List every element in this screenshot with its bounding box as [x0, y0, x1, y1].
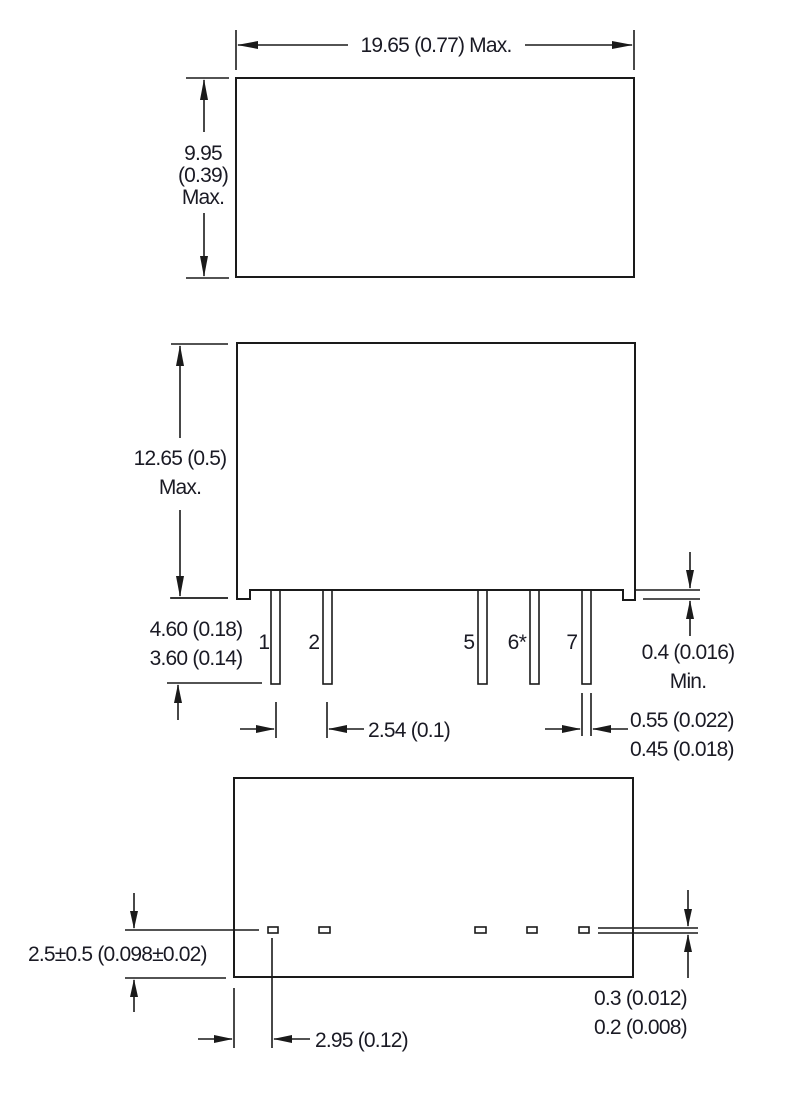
arrowhead-left-icon [328, 725, 347, 733]
pin-6-label: 6* [508, 631, 527, 654]
pin-length-label-line-1: 4.60 (0.18) [150, 618, 243, 641]
arrowhead-down-icon [684, 909, 692, 927]
side-view-height-dimension: 12.65 (0.5) Max. [134, 343, 228, 599]
pin-pad-1 [267, 926, 279, 934]
pin-pad-7 [578, 926, 590, 934]
arrowhead-right-icon [214, 1035, 233, 1043]
pin-7-lead [581, 589, 592, 685]
pin-1: 1 [258, 589, 281, 685]
pin-6: 6* [508, 589, 540, 685]
standoff-dimension: 0.4 (0.016) Min. [636, 552, 735, 693]
arrowhead-up-icon [176, 345, 184, 366]
arrowhead-up-icon [686, 600, 694, 619]
arrowhead-left-icon [273, 1035, 292, 1043]
arrowhead-left-icon [237, 41, 258, 49]
pin-length-dimension: 4.60 (0.18) 3.60 (0.14) [150, 597, 262, 720]
top-view-height-label-line-3: Max. [182, 186, 224, 209]
pin-width-label-line-1: 0.55 (0.022) [630, 709, 734, 732]
arrowhead-up-icon [130, 979, 138, 997]
pin-pad-6 [526, 926, 538, 934]
top-view-width-dimension: 19.65 (0.77) Max. [235, 30, 635, 70]
top-view-body-outline [235, 77, 635, 278]
bottom-view-body-outline [233, 777, 634, 978]
pin-width-label-line-2: 0.45 (0.018) [630, 738, 734, 761]
top-view-height-dimension: 9.95 (0.39) Max. [178, 77, 229, 279]
pin-pad-5 [474, 926, 487, 934]
arrowhead-up-icon [200, 79, 208, 100]
pin-width-dimension: 0.55 (0.022) 0.45 (0.018) [545, 693, 734, 761]
top-view-width-label: 19.65 (0.77) Max. [361, 34, 512, 57]
first-pin-offset-label: 2.95 (0.12) [315, 1029, 408, 1052]
pin-1-label: 1 [258, 631, 269, 654]
pin-row-offset-label: 2.5±0.5 (0.098±0.02) [28, 943, 207, 966]
side-view-height-label-line-2: Max. [159, 476, 201, 499]
pin-7: 7 [566, 589, 592, 685]
arrowhead-right-icon [562, 725, 581, 733]
top-view-height-label-line-2: (0.39) [178, 164, 228, 187]
side-view-body-outline [236, 342, 636, 601]
arrowhead-down-icon [200, 256, 208, 277]
standoff-label-line-1: 0.4 (0.016) [642, 641, 735, 664]
standoff-label-line-2: Min. [670, 670, 706, 693]
top-view: 19.65 (0.77) Max. 9.95 (0.39) Max. [178, 30, 635, 279]
pin-2: 2 [308, 589, 333, 685]
side-view: 1 2 5 6* 7 12.65 (0.5) Max. [134, 342, 735, 761]
pin-pitch-dimension: 2.54 (0.1) [240, 702, 451, 742]
arrowhead-down-icon [176, 576, 184, 597]
arrowhead-up-icon [174, 684, 182, 703]
pin-thickness-dimension: 0.3 (0.012) 0.2 (0.008) [594, 890, 698, 1039]
pin-thickness-label-line-1: 0.3 (0.012) [594, 987, 687, 1010]
pin-pitch-label: 2.54 (0.1) [368, 719, 450, 742]
arrowhead-right-icon [256, 725, 275, 733]
top-view-height-label-line-1: 9.95 [184, 142, 222, 165]
pin-5-label: 5 [463, 631, 474, 654]
pin-2-label: 2 [308, 631, 319, 654]
pin-1-lead [270, 589, 281, 685]
pin-5: 5 [463, 589, 488, 685]
first-pin-offset-dimension: 2.95 (0.12) [198, 938, 409, 1052]
pin-length-label-line-2: 3.60 (0.14) [150, 647, 243, 670]
pin-7-label: 7 [566, 631, 577, 654]
pin-row-offset-dimension: 2.5±0.5 (0.098±0.02) [28, 893, 259, 1012]
bottom-view: 2.5±0.5 (0.098±0.02) 2.95 (0.12) 0.3 (0.… [28, 777, 698, 1052]
arrowhead-up-icon [684, 934, 692, 952]
pin-2-lead [322, 589, 333, 685]
side-view-height-label-line-1: 12.65 (0.5) [134, 447, 227, 470]
arrowhead-down-icon [686, 570, 694, 589]
arrowhead-down-icon [130, 911, 138, 929]
arrowhead-right-icon [612, 41, 633, 49]
arrowhead-left-icon [592, 725, 611, 733]
pin-pad-2 [318, 926, 331, 934]
pin-6-lead [529, 589, 540, 685]
pin-5-lead [477, 589, 488, 685]
pin-thickness-label-line-2: 0.2 (0.008) [594, 1016, 687, 1039]
